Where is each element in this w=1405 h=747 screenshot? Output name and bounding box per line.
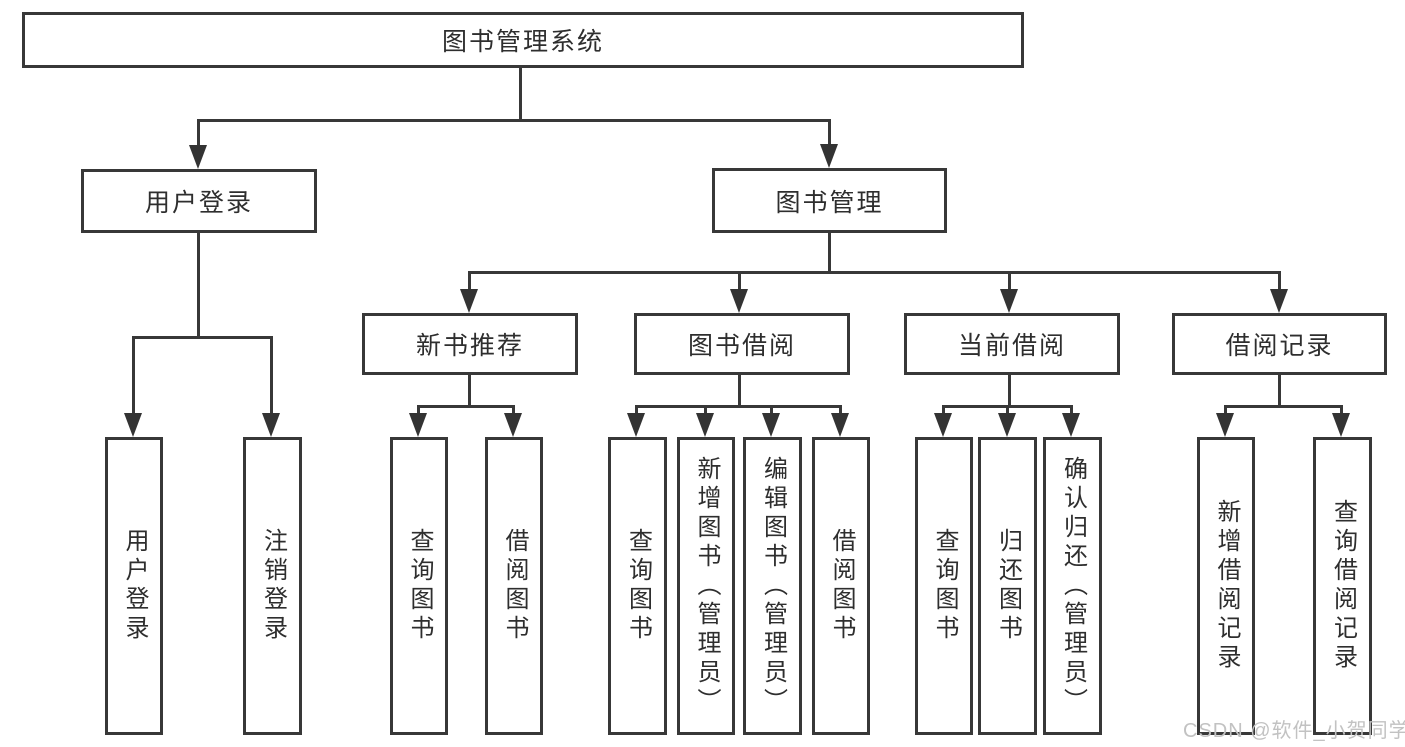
- arrow-down-icon: [1332, 413, 1350, 437]
- node-label: 查询图书: [406, 528, 433, 644]
- node-current-borrow: 当前借阅: [904, 313, 1120, 375]
- node-label: 图书管理: [775, 188, 884, 217]
- leaf-query-books-recommend: 查询图书: [390, 437, 448, 735]
- leaf-add-borrow-record: 新增借阅记录: [1197, 437, 1255, 735]
- arrow-down-icon: [934, 413, 952, 437]
- arrow-down-icon: [998, 413, 1016, 437]
- leaf-query-books-borrow: 查询图书: [608, 437, 667, 735]
- arrow-down-icon: [831, 413, 849, 437]
- leaf-add-book-admin: 新增图书（管理员）: [677, 437, 735, 735]
- node-label: 新增借阅记录: [1213, 499, 1240, 673]
- connector-arrow-stem: [132, 336, 135, 413]
- connector-arrow-stem: [839, 405, 842, 413]
- node-borrow-records: 借阅记录: [1172, 313, 1387, 375]
- connector-arrow-stem: [828, 119, 831, 144]
- connector-arrow-stem: [704, 405, 707, 413]
- leaf-user-login: 用户登录: [105, 437, 163, 735]
- connector-vertical-line: [468, 375, 471, 407]
- arrow-down-icon: [1270, 289, 1288, 313]
- connector-arrow-stem: [270, 336, 273, 413]
- arrow-down-icon: [262, 413, 280, 437]
- connector-vertical-line: [197, 233, 200, 338]
- node-label: 用户登录: [121, 528, 148, 644]
- node-book-management: 图书管理: [712, 168, 947, 233]
- connector-arrow-stem: [1006, 405, 1009, 413]
- connector-arrow-stem: [197, 119, 200, 145]
- arrow-down-icon: [460, 289, 478, 313]
- connector-arrow-stem: [1008, 271, 1011, 289]
- connector-horizontal-line: [132, 336, 273, 339]
- arrow-down-icon: [504, 413, 522, 437]
- connector-vertical-line: [519, 68, 522, 121]
- leaf-edit-book-admin: 编辑图书（管理员）: [743, 437, 802, 735]
- connector-horizontal-line: [417, 405, 515, 408]
- node-label: 借阅记录: [1225, 332, 1334, 360]
- connector-horizontal-line: [197, 119, 831, 122]
- connector-vertical-line: [1008, 375, 1011, 407]
- connector-horizontal-line: [635, 405, 842, 408]
- connector-arrow-stem: [1278, 271, 1281, 289]
- leaf-query-books-current: 查询图书: [915, 437, 973, 735]
- arrow-down-icon: [1062, 413, 1080, 437]
- arrow-down-icon: [189, 145, 207, 169]
- leaf-logout: 注销登录: [243, 437, 302, 735]
- node-label: 新书推荐: [415, 332, 524, 360]
- connector-vertical-line: [1278, 375, 1281, 407]
- node-label: 借阅图书: [501, 528, 528, 644]
- leaf-query-borrow-record: 查询借阅记录: [1313, 437, 1372, 735]
- arrow-down-icon: [696, 413, 714, 437]
- node-label: 图书借阅: [687, 332, 796, 360]
- arrow-down-icon: [730, 289, 748, 313]
- node-label: 查询图书: [624, 528, 652, 644]
- leaf-return-book: 归还图书: [978, 437, 1037, 735]
- arrow-down-icon: [627, 413, 645, 437]
- arrow-down-icon: [1216, 413, 1234, 437]
- node-label: 编辑图书（管理员）: [759, 455, 787, 717]
- node-label: 注销登录: [259, 528, 287, 644]
- connector-arrow-stem: [635, 405, 638, 413]
- arrow-down-icon: [820, 144, 838, 168]
- node-label: 图书管理系统: [441, 28, 604, 56]
- node-label: 借阅图书: [828, 528, 855, 644]
- node-label: 当前借阅: [957, 332, 1066, 360]
- connector-arrow-stem: [942, 405, 945, 413]
- connector-arrow-stem: [417, 405, 420, 413]
- node-book-borrow: 图书借阅: [634, 313, 850, 375]
- node-user-login: 用户登录: [81, 169, 317, 233]
- arrow-down-icon: [409, 413, 427, 437]
- arrow-down-icon: [124, 413, 142, 437]
- connector-arrow-stem: [770, 405, 773, 413]
- connector-vertical-line: [828, 233, 831, 273]
- node-label: 确认归还（管理员）: [1059, 455, 1087, 717]
- leaf-confirm-return-admin: 确认归还（管理员）: [1043, 437, 1102, 735]
- connector-arrow-stem: [468, 271, 471, 289]
- node-label: 查询图书: [931, 528, 958, 644]
- node-label: 归还图书: [994, 528, 1022, 644]
- node-root: 图书管理系统: [22, 12, 1024, 68]
- csdn-watermark: CSDN @软件_小贺同学: [1183, 720, 1405, 742]
- node-label: 用户登录: [144, 189, 253, 217]
- arrow-down-icon: [1000, 289, 1018, 313]
- connector-horizontal-line: [1224, 405, 1343, 408]
- connector-arrow-stem: [1340, 405, 1343, 413]
- connector-arrow-stem: [738, 271, 741, 289]
- node-new-book-recommend: 新书推荐: [362, 313, 578, 375]
- connector-vertical-line: [738, 375, 741, 407]
- connector-arrow-stem: [1070, 405, 1073, 413]
- connector-arrow-stem: [512, 405, 515, 413]
- node-label: 新增图书（管理员）: [693, 455, 720, 717]
- connector-horizontal-line: [468, 271, 1281, 274]
- connector-arrow-stem: [1224, 405, 1227, 413]
- arrow-down-icon: [762, 413, 780, 437]
- leaf-borrow-books: 借阅图书: [812, 437, 870, 735]
- leaf-borrow-books-recommend: 借阅图书: [485, 437, 543, 735]
- node-label: 查询借阅记录: [1329, 499, 1357, 673]
